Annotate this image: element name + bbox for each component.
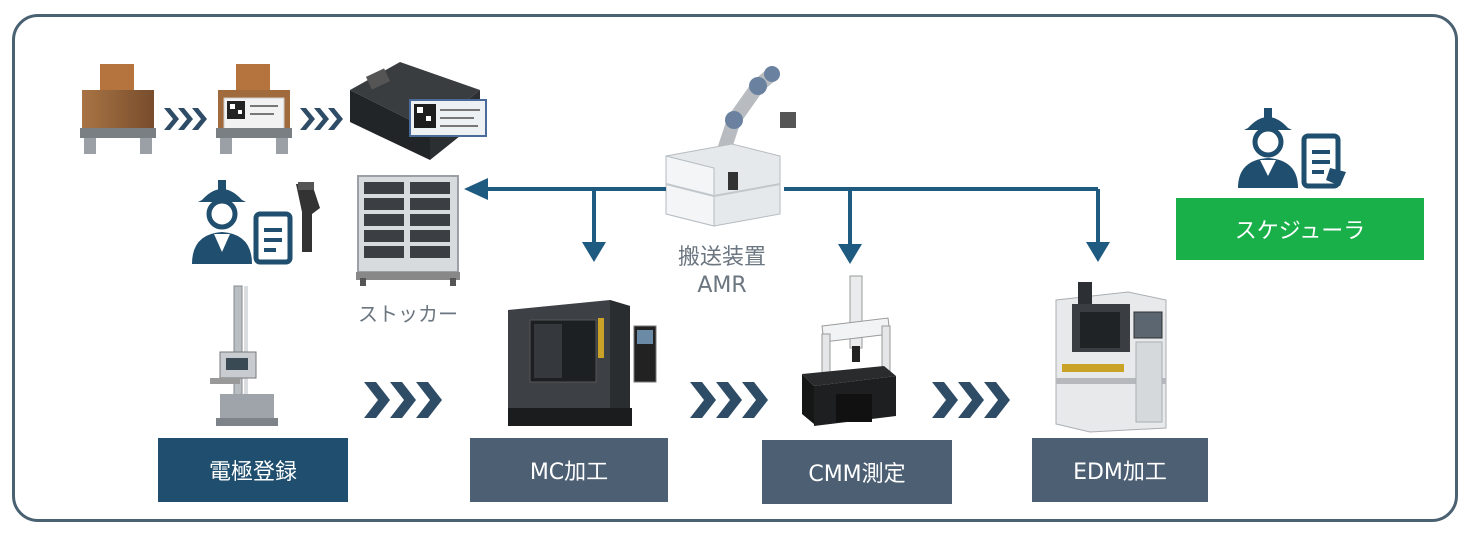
- scheduler-box: スケジューラ: [1176, 198, 1424, 260]
- chevrons-top-1: [164, 108, 207, 130]
- mc-machine-icon: [508, 300, 657, 426]
- diagram-frame: [12, 14, 1458, 522]
- electrode-registration-box: 電極登録: [158, 438, 348, 502]
- electrode-holder-icon: [350, 62, 487, 160]
- stocker-rack-icon: [356, 175, 460, 286]
- amr-label-line1: 搬送装置: [677, 245, 766, 270]
- cmm-machine-icon: [802, 275, 896, 426]
- amr-robot-icon: [665, 66, 796, 227]
- cmm-measurement-box: CMM測定: [762, 440, 952, 504]
- chevrons-top-2: [300, 108, 343, 130]
- chevrons-flow-3: [932, 382, 1010, 418]
- worker-scanner-icon: [192, 180, 320, 265]
- height-gauge-icon: [210, 285, 278, 426]
- chevrons-flow-1: [364, 382, 442, 418]
- arrow-to-mc: [582, 242, 606, 262]
- electrode-with-qr-icon: [216, 64, 292, 154]
- chevrons-flow-2: [690, 382, 768, 418]
- arrow-to-edm: [1086, 242, 1110, 262]
- amr-label-line2: AMR: [697, 273, 747, 298]
- edm-machining-box: EDM加工: [1032, 438, 1208, 502]
- stocker-label: ストッカー: [358, 302, 458, 326]
- copper-electrode-icon: [80, 64, 156, 154]
- arrow-to-stocker: [464, 178, 488, 200]
- edm-machine-icon: [1055, 282, 1167, 433]
- mc-machining-box: MC加工: [470, 438, 668, 502]
- arrow-to-cmm: [838, 244, 862, 264]
- worker-tablet-icon: [1238, 108, 1346, 189]
